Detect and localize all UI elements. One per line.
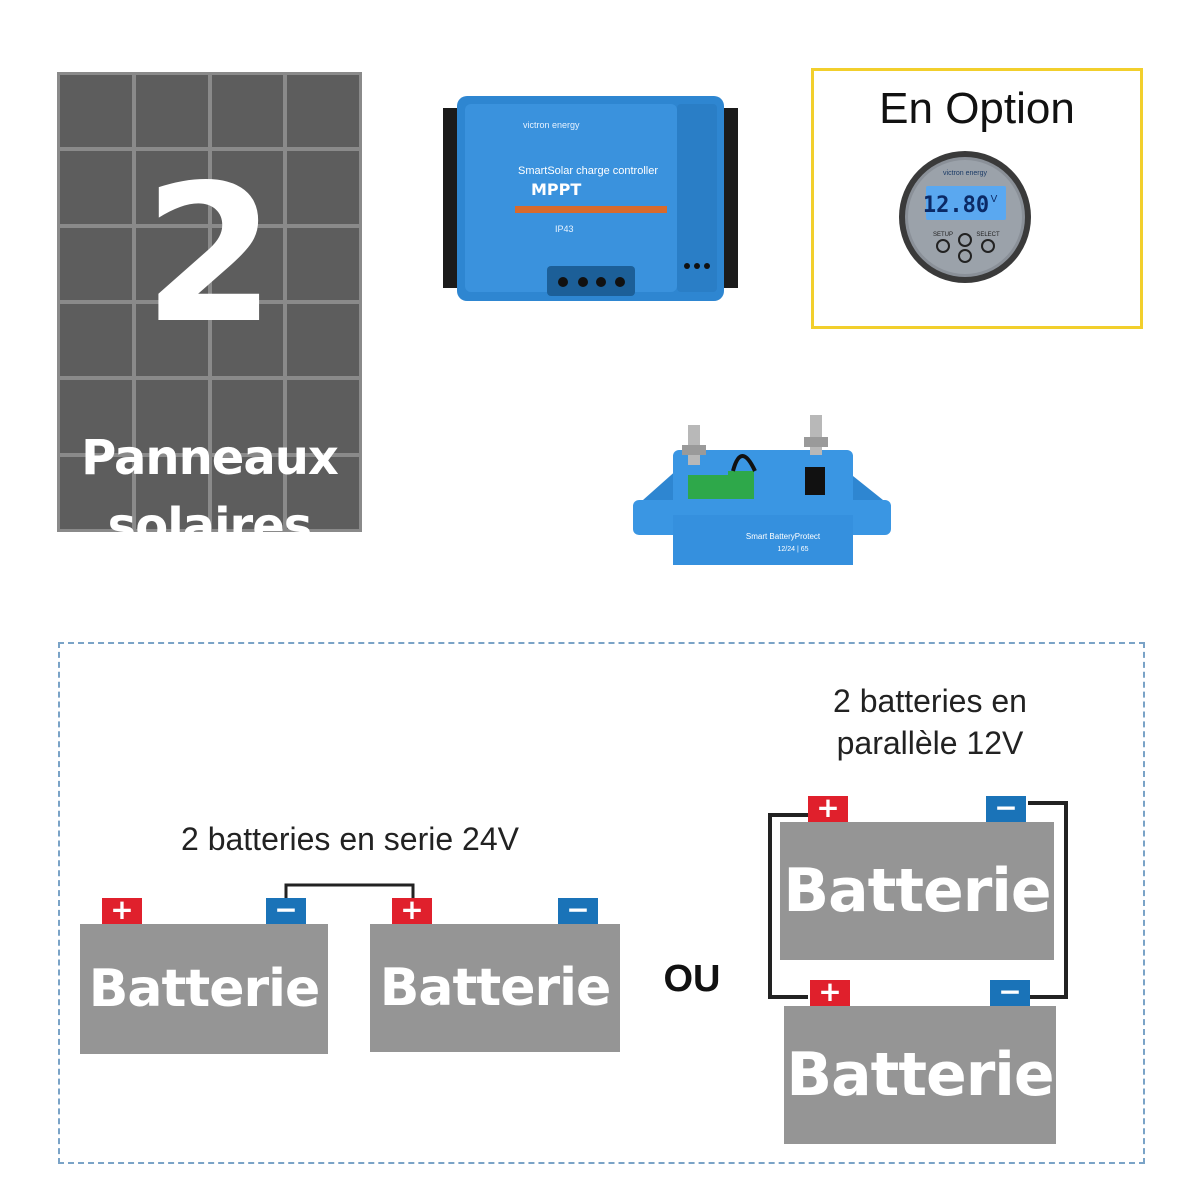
mppt-controller-image: victron energy SmartSolar charge control… [443,96,738,301]
battery-protect-spec: 12/24 | 65 [777,546,808,553]
plus-terminal: + [808,794,848,822]
solar-panel: 2 Panneaux solaires [57,72,362,554]
monitor-reading: 12.80 [923,193,989,218]
monitor-setup-label: SETUP [933,232,953,238]
series-caption: 2 batteries en serie 24V [181,821,519,857]
battery-protect-image: Smart BatteryProtect 12/24 | 65 [633,415,891,565]
battery-config-frame [58,642,1145,1164]
battery-label: Batterie [786,1040,1054,1110]
battery-label: Batterie [379,958,611,1018]
minus-terminal: − [266,896,306,924]
mppt-model: MPPT [531,180,581,199]
solar-cells [60,75,359,529]
plus-terminal: + [392,896,432,924]
minus-terminal: − [558,896,598,924]
parallel-battery-2: + − Batterie [784,978,1056,1144]
panel-label: Panneaux solaires [57,424,362,560]
or-label: OU [663,958,721,1000]
mppt-ip: IP43 [555,224,574,234]
monitor-unit: V [991,194,998,205]
plus-terminal: + [102,896,142,924]
panel-count: 2 [143,144,276,365]
minus-terminal: − [990,978,1030,1006]
battery-monitor-image: victron energy 12.80 V SETUP SELECT [899,151,1031,283]
option-title: En Option [879,84,1075,133]
monitor-brand: victron energy [943,170,987,177]
parallel-caption: 2 batteries en parallèle 12V [790,680,1070,764]
battery-body: Batterie [370,924,620,1052]
series-battery-1: + − Batterie [80,896,328,1054]
parallel-battery-1: + − Batterie [780,794,1054,960]
battery-protect-label: Smart BatteryProtect [746,532,821,541]
parallel-caption-line2: parallèle 12V [836,725,1024,761]
battery-body: Batterie [784,1006,1056,1144]
battery-label: Batterie [88,959,320,1019]
battery-body: Batterie [780,822,1054,960]
monitor-screen [926,186,1006,220]
mppt-orange-stripe [515,206,667,213]
mppt-line1: SmartSolar charge controller [518,165,658,177]
parallel-caption-line1: 2 batteries en [833,683,1027,719]
monitor-select-label: SELECT [976,232,1000,238]
minus-terminal: − [986,794,1026,822]
plus-terminal: + [810,978,850,1006]
series-battery-2: + − Batterie [370,896,620,1052]
mppt-brand: victron energy [523,120,580,130]
panel-label-line1: Panneaux [81,430,339,486]
battery-label: Batterie [783,856,1051,926]
battery-body: Batterie [80,924,328,1054]
panel-label-line2: solaires [107,498,313,554]
